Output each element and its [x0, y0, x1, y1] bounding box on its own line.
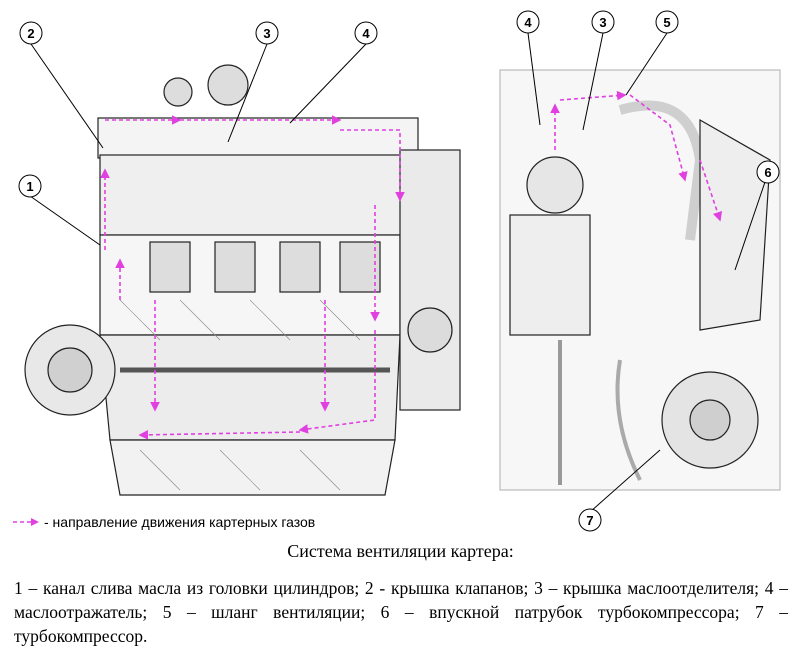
svg-text:3: 3: [263, 26, 270, 41]
svg-text:1: 1: [26, 179, 33, 194]
svg-text:5: 5: [663, 15, 670, 30]
legend-text: - направление движения картерных газов: [44, 514, 316, 530]
callouts-left: 1 2 3 4: [18, 21, 378, 198]
callout-right-4: 4: [516, 10, 540, 34]
callouts-right: 4 3 5 6 7: [516, 10, 780, 532]
callout-left-4: 4: [354, 21, 378, 45]
callout-left-2: 2: [19, 21, 43, 45]
svg-text:2: 2: [27, 26, 34, 41]
svg-text:7: 7: [586, 513, 593, 528]
callout-right-5: 5: [655, 10, 679, 34]
callout-right-3: 3: [591, 10, 615, 34]
legend: - направление движения картерных газов: [12, 514, 315, 530]
gas-flow-arrows-right: [550, 90, 723, 222]
svg-text:6: 6: [764, 165, 771, 180]
caption-title: Система вентиляции картера:: [287, 541, 514, 561]
magenta-arrow-icon: [13, 518, 39, 526]
callout-left-3: 3: [255, 21, 279, 45]
engine-side-view: [24, 64, 461, 496]
gas-flow-arrows-left: [100, 115, 405, 440]
callout-right-6: 6: [756, 160, 780, 184]
svg-text:4: 4: [362, 26, 370, 41]
caption-body: 1 – канал слива масла из головки цилиндр…: [14, 578, 788, 646]
engine-front-view: [499, 69, 781, 491]
callout-right-7: 7: [578, 508, 602, 532]
svg-text:4: 4: [524, 15, 532, 30]
callout-left-1: 1: [18, 174, 42, 198]
engine-diagram: 1 2 3 4 4 3 5 6: [18, 10, 781, 532]
svg-text:3: 3: [599, 15, 606, 30]
